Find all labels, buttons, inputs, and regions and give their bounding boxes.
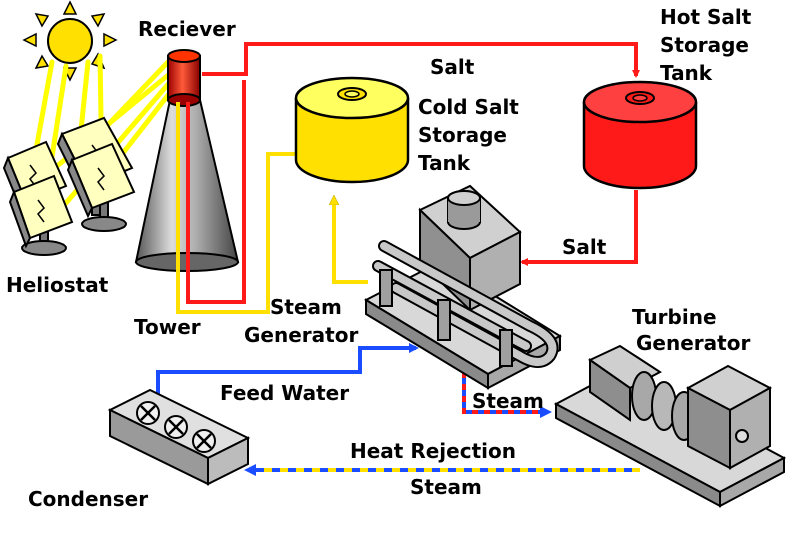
sun-icon [22,0,118,82]
heliostat-icon [2,116,136,256]
hot-tank-label-line-1: Hot Salt [660,5,752,29]
cold-tank-label-line-1: Cold Salt [418,95,519,119]
hot-tank-label: Hot Salt Storage Tank [660,5,758,85]
cold-salt-pipe-steam-generator-to-cold-tank [334,198,368,284]
turbine-generator-label-line-2: Generator [636,331,750,355]
steam-label: Steam [472,389,544,413]
heat-rejection-label: Heat Rejection [350,439,516,463]
cold-tank-label-line-3: Tank [418,151,471,175]
turbine-generator-label-line-1: Turbine [632,305,717,329]
steam-generator-icon [363,184,563,390]
hot-tank-label-line-3: Tank [660,61,713,85]
receiver-icon [167,49,201,107]
steam-pipe [462,372,552,418]
heat-rejection-pipe [244,464,640,476]
turbine-generator-icon [553,344,787,508]
receiver-label: Reciever [138,17,236,41]
hot-salt-pipe-hot-tank-to-steam-generator [520,190,638,266]
hot-salt-tank-icon [582,80,698,190]
cold-tank-label: Cold Salt Storage Tank [418,95,526,175]
cold-tank-label-line-2: Storage [418,123,507,147]
condenser-label: Condenser [28,487,148,511]
salt-label-top: Salt [430,55,475,79]
feed-water-label: Feed Water [220,381,349,405]
turbine-generator-label: Turbine Generator [632,305,750,355]
steam-generator-label-line-1: Steam [270,295,342,319]
steam-generator-label-line-2: Generator [244,323,358,347]
condenser-icon [107,388,251,486]
steam-generator-label: Steam Generator [244,295,358,347]
hot-tank-label-line-2: Storage [660,33,749,57]
heat-rejection-steam-label: Steam [410,475,482,499]
salt-label-right: Salt [562,235,607,259]
hot-salt-riser-pipe [186,80,246,304]
hot-salt-pipe-receiver-to-hot-tank [202,42,640,78]
cold-salt-pipe-to-tower [176,102,300,314]
heliostat-label: Heliostat [6,273,109,297]
cold-salt-tank-icon [294,76,410,184]
tower-label: Tower [134,315,201,339]
feed-water-pipe [156,343,419,398]
